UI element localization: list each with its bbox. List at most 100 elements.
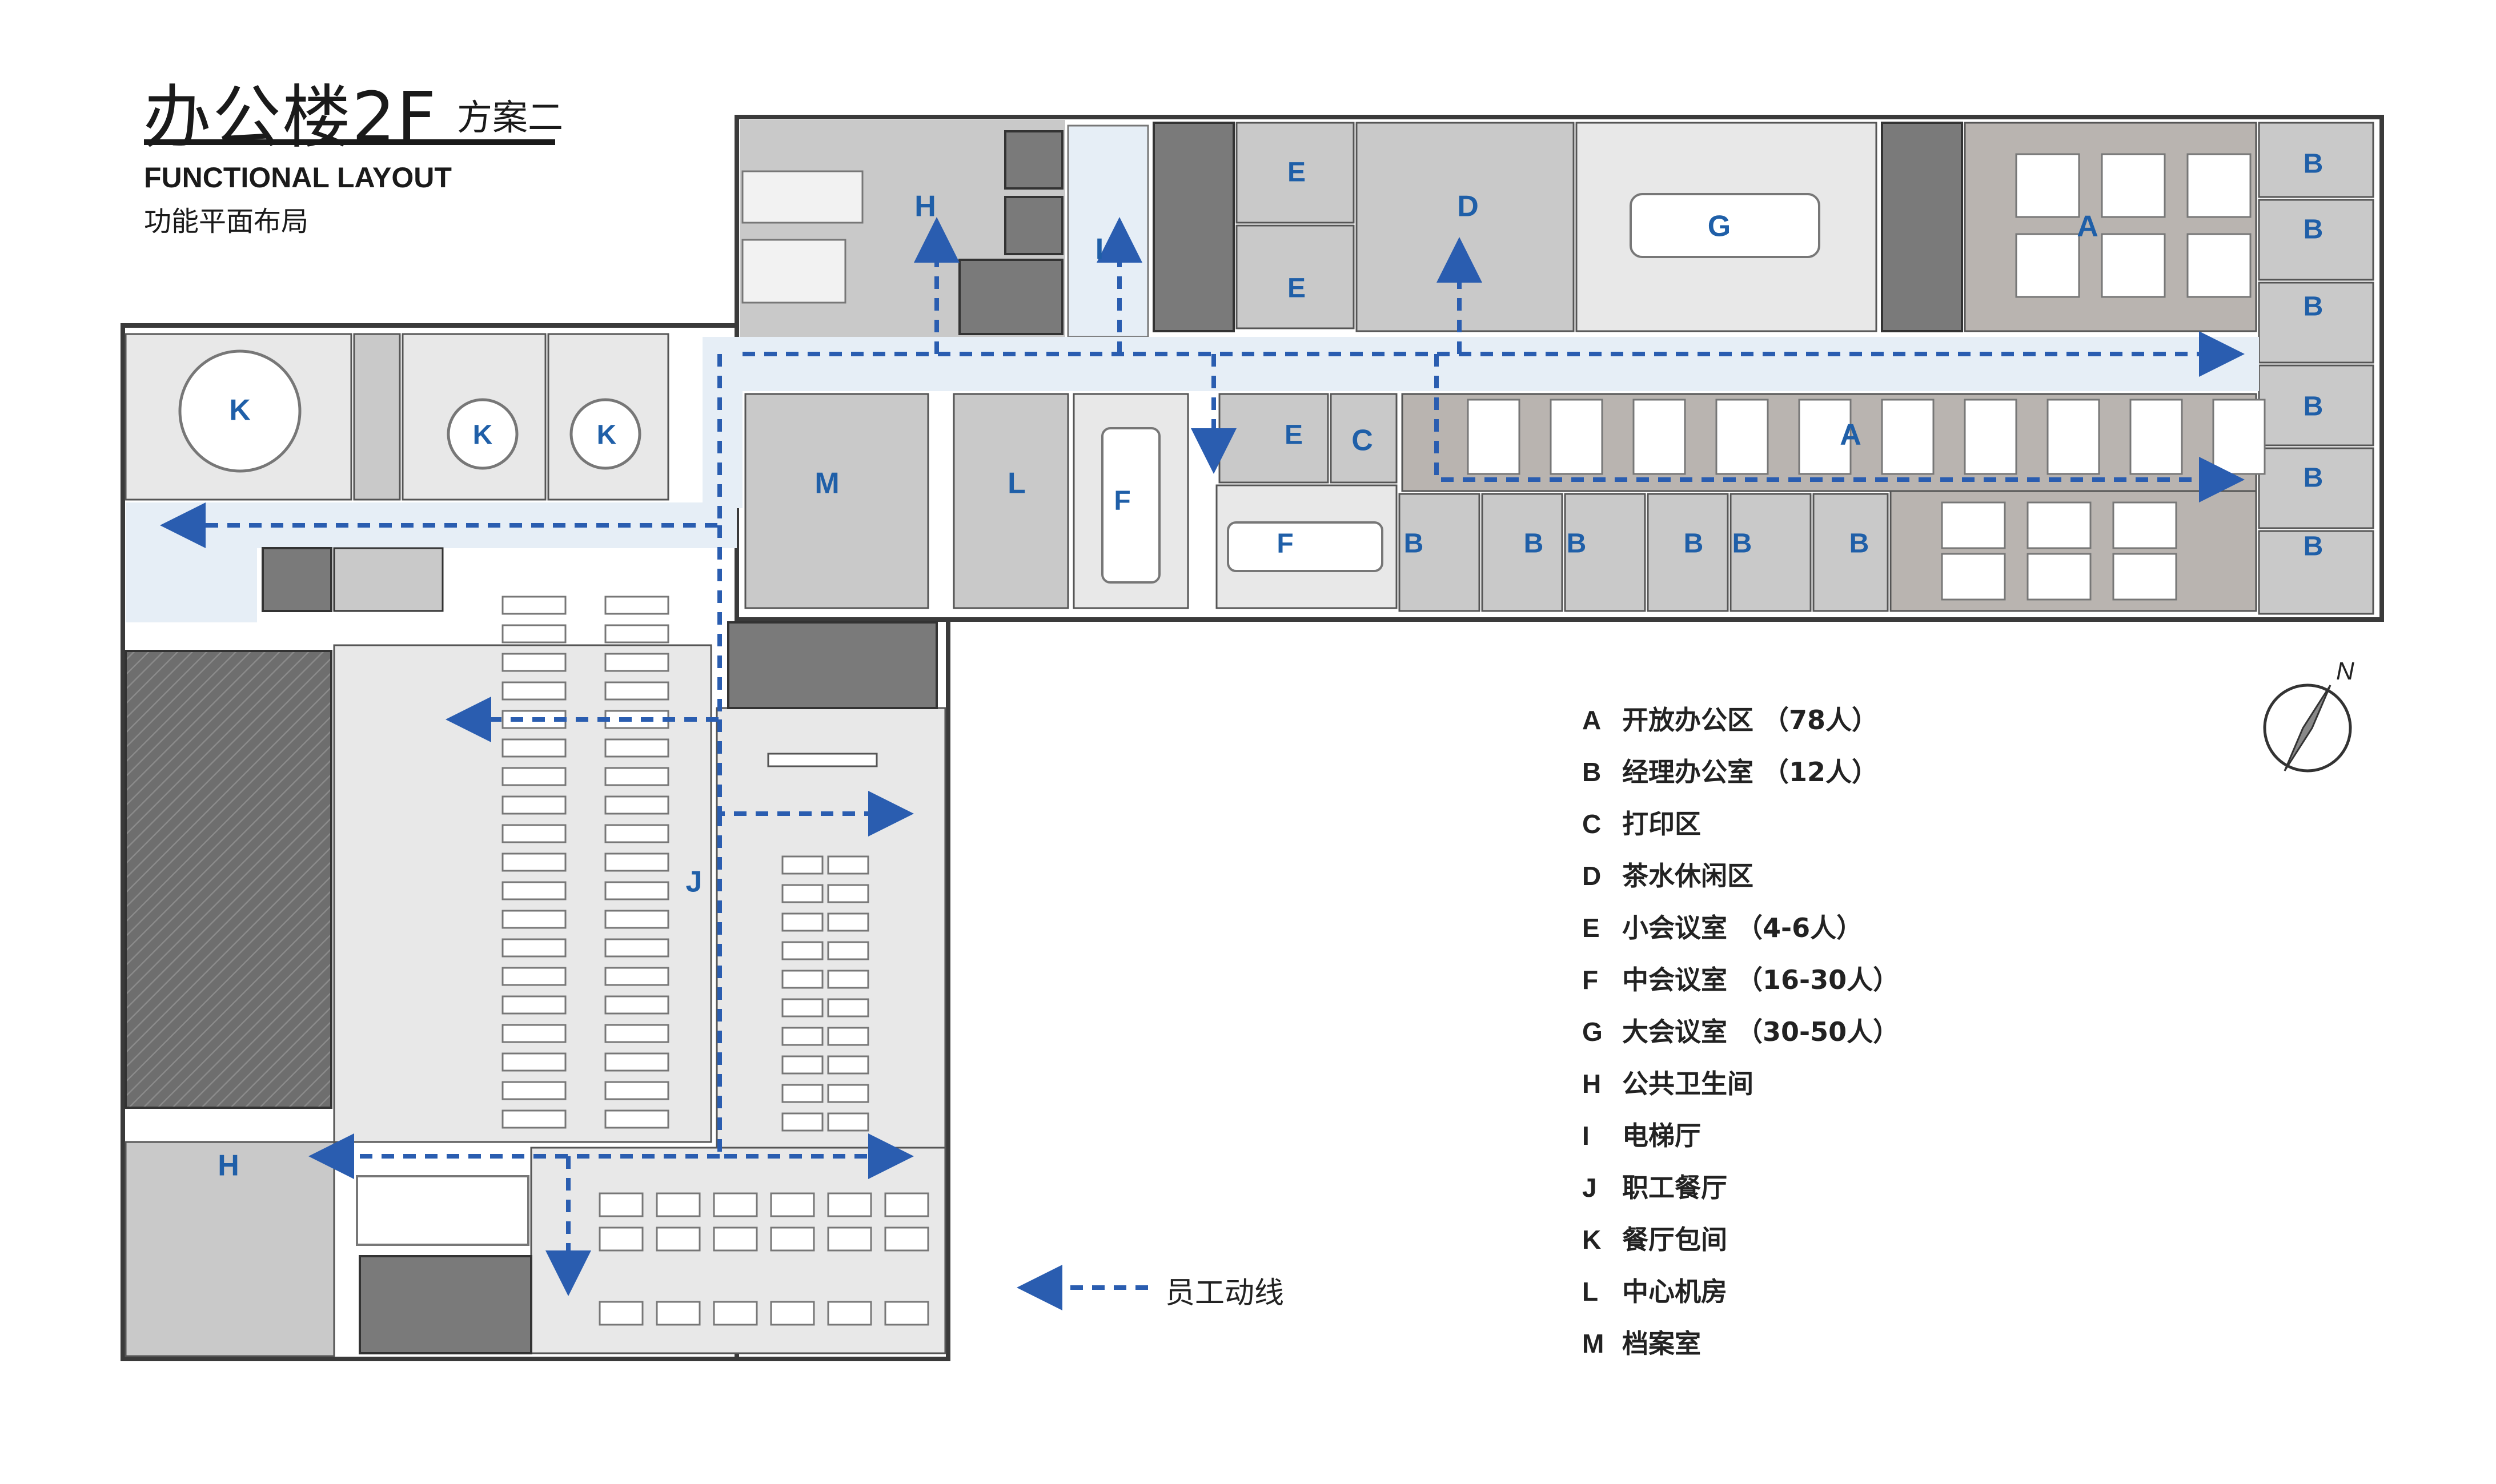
dining-table: [770, 1301, 815, 1326]
desk: [2112, 553, 2177, 601]
stair-north: [1153, 122, 1235, 332]
room-b-south-4: [1647, 493, 1729, 612]
corridor-west-stub: [126, 548, 257, 622]
west-block: [121, 323, 950, 1361]
compass-needle: [2284, 685, 2332, 771]
title-rule: [144, 139, 555, 145]
dining-table: [604, 1024, 669, 1043]
dining-table: [604, 1109, 669, 1129]
room-b-east-3: [2258, 281, 2374, 364]
label-d: D: [1457, 190, 1479, 223]
desk: [1941, 553, 2006, 601]
dining-table: [713, 1192, 758, 1217]
dining-table: [656, 1192, 701, 1217]
dining-table: [827, 1112, 869, 1132]
dining-table: [781, 1027, 824, 1046]
dining-table: [604, 710, 669, 729]
dining-table: [604, 795, 669, 815]
page-subtitle: 方案二: [457, 96, 564, 138]
desk: [2027, 553, 2092, 601]
desk: [2186, 233, 2252, 298]
dining-table: [604, 967, 669, 986]
dining-table: [656, 1301, 701, 1326]
desk: [2112, 501, 2177, 549]
stair-east: [1881, 122, 1963, 332]
room-b-east-6: [2258, 530, 2374, 615]
room-b-south-2: [1481, 493, 1563, 612]
label-b: B: [1524, 529, 1544, 559]
dining-table: [501, 596, 567, 615]
dining-table: [501, 681, 567, 701]
elevator-shaft: [958, 259, 1064, 335]
desk: [2027, 501, 2092, 549]
dining-table: [827, 941, 869, 960]
dining-table: [604, 881, 669, 900]
desk: [2212, 399, 2266, 475]
dining-table: [884, 1192, 929, 1217]
dining-table: [781, 855, 824, 875]
desk: [2015, 233, 2080, 298]
kitchen: [125, 650, 332, 1109]
room-labels: A A B B B B B B B B B B B B C D E E E F …: [218, 149, 2323, 1183]
dining-table: [827, 1055, 869, 1075]
label-c: C: [1351, 424, 1373, 457]
dining-table: [827, 1301, 872, 1326]
dining-table: [501, 995, 567, 1015]
east-wing: [735, 115, 2384, 622]
title-chinese: 功能平面布局: [144, 206, 309, 238]
label-b: B: [2304, 463, 2324, 493]
dining-table: [501, 1052, 567, 1072]
elevator-shaft: [1004, 196, 1064, 255]
flow-path: [717, 814, 914, 1179]
dining-table: [827, 998, 869, 1018]
dining-table: [827, 1192, 872, 1217]
stair-southwest: [359, 1255, 532, 1354]
room-l: [953, 393, 1069, 609]
dining-table: [781, 941, 824, 960]
dining-table: [604, 738, 669, 758]
dining-table: [501, 852, 567, 872]
dining-table: [781, 884, 824, 903]
label-b: B: [2304, 149, 2324, 179]
label-b: B: [2304, 392, 2324, 422]
corridor-west-link: [703, 337, 743, 508]
dining-table: [501, 824, 567, 843]
room-m: [744, 393, 929, 609]
label-e: E: [1285, 420, 1303, 451]
stair-south: [727, 621, 938, 709]
dining-table: [599, 1226, 644, 1252]
dining-table: [604, 824, 669, 843]
dining-table: [604, 681, 669, 701]
desk: [1881, 399, 1935, 475]
room-i: [1067, 124, 1149, 338]
label-f: F: [1114, 486, 1130, 516]
label-i: I: [1095, 233, 1103, 266]
restroom-stalls: [741, 239, 846, 304]
label-j: J: [686, 866, 703, 899]
serving-counter: [356, 1175, 529, 1246]
dining-table: [604, 852, 669, 872]
label-b: B: [2304, 292, 2324, 322]
dining-table: [604, 1052, 669, 1072]
label-k: K: [473, 420, 493, 451]
dining-table: [604, 653, 669, 672]
desk: [2015, 153, 2080, 218]
dining-table: [604, 910, 669, 929]
room-b-east-4: [2258, 364, 2374, 447]
dining-table: [827, 884, 869, 903]
service-room: [333, 547, 444, 612]
flow-path: [160, 354, 722, 548]
north-arrow: N: [2263, 657, 2354, 773]
label-e: E: [1287, 158, 1306, 188]
dining-table: [781, 970, 824, 989]
dining-table: [604, 938, 669, 958]
dining-table: [501, 767, 567, 786]
desk: [1964, 399, 2017, 475]
dining-table: [599, 1192, 644, 1217]
restroom-fixtures: [741, 170, 864, 224]
